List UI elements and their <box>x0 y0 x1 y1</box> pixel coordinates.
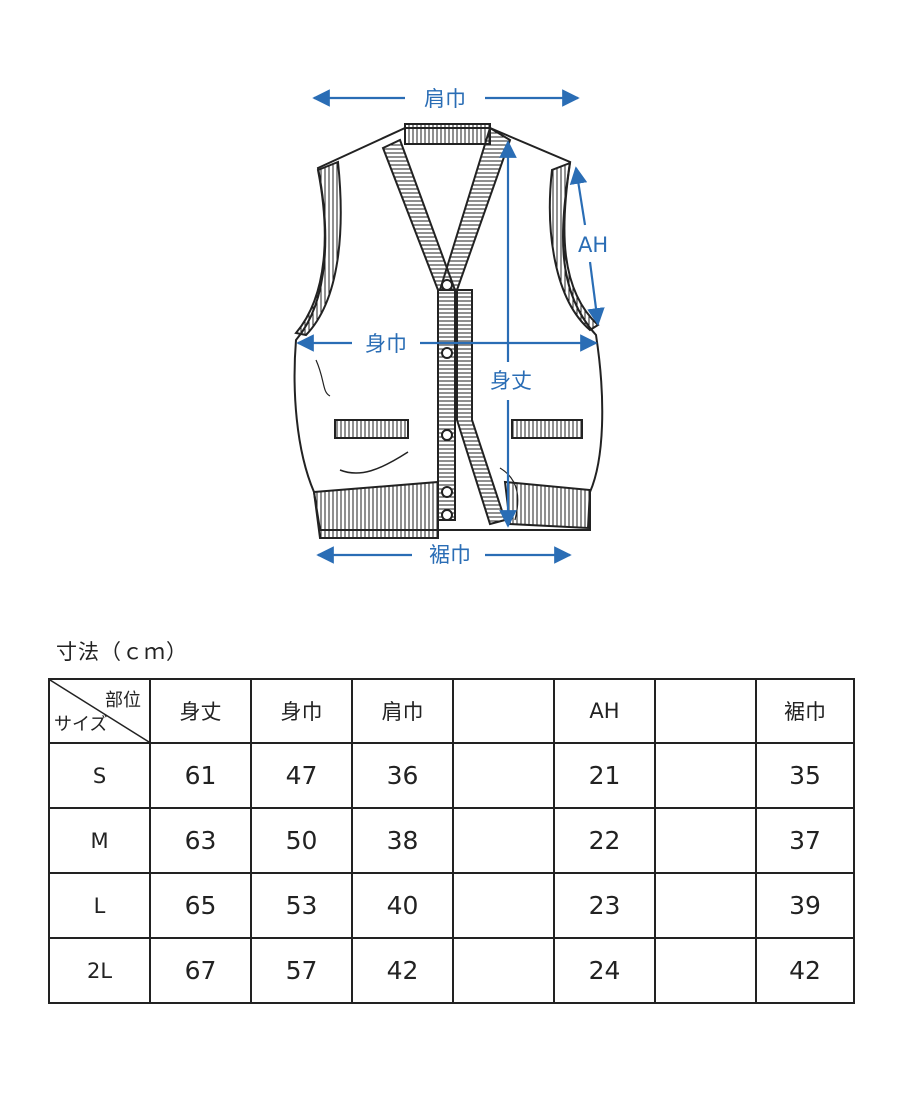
value-cell: 36 <box>351 742 454 809</box>
value-cell <box>654 937 757 1004</box>
value-cell: 23 <box>553 872 656 939</box>
value-cell <box>452 807 555 874</box>
size-table: 部位 サイズ 身丈 身巾 肩巾 AH 裾巾 S 61 47 36 21 35 M… <box>48 678 855 1004</box>
table-header-row: 部位 サイズ 身丈 身巾 肩巾 AH 裾巾 <box>48 678 855 744</box>
vest-illustration <box>293 123 604 539</box>
table-row: 2L 67 57 42 24 42 <box>48 937 855 1004</box>
header-cell: 身丈 <box>149 678 252 744</box>
table-row: L 65 53 40 23 39 <box>48 872 855 939</box>
header-cell: AH <box>553 678 656 744</box>
value-cell: 38 <box>351 807 454 874</box>
header-cell: 裾巾 <box>755 678 855 744</box>
value-cell: 37 <box>755 807 855 874</box>
size-cell: M <box>48 807 151 874</box>
value-cell: 57 <box>250 937 353 1004</box>
header-cell <box>654 678 757 744</box>
size-cell: 2L <box>48 937 151 1004</box>
value-cell <box>452 937 555 1004</box>
length-label: 身丈 <box>490 369 532 393</box>
table-row: M 63 50 38 22 37 <box>48 807 855 874</box>
value-cell: 65 <box>149 872 252 939</box>
value-cell: 39 <box>755 872 855 939</box>
value-cell: 24 <box>553 937 656 1004</box>
value-cell: 63 <box>149 807 252 874</box>
value-cell <box>654 742 757 809</box>
value-cell: 53 <box>250 872 353 939</box>
value-cell <box>654 807 757 874</box>
header-cell: 肩巾 <box>351 678 454 744</box>
hem-label: 裾巾 <box>429 543 471 567</box>
chest-label: 身巾 <box>365 332 407 356</box>
value-cell <box>452 872 555 939</box>
size-cell: S <box>48 742 151 809</box>
value-cell <box>452 742 555 809</box>
corner-part-label: 部位 <box>105 690 141 711</box>
value-cell: 50 <box>250 807 353 874</box>
value-cell: 47 <box>250 742 353 809</box>
size-cell: L <box>48 872 151 939</box>
value-cell: 22 <box>553 807 656 874</box>
value-cell: 67 <box>149 937 252 1004</box>
table-title: 寸法（ｃｍ） <box>56 640 188 664</box>
value-cell: 21 <box>553 742 656 809</box>
value-cell: 42 <box>755 937 855 1004</box>
value-cell: 42 <box>351 937 454 1004</box>
corner-size-label: サイズ <box>54 714 108 735</box>
header-cell: 身巾 <box>250 678 353 744</box>
value-cell: 35 <box>755 742 855 809</box>
header-cell <box>452 678 555 744</box>
value-cell <box>654 872 757 939</box>
corner-cell: 部位 サイズ <box>48 678 151 744</box>
armhole-arrow-top <box>569 166 588 226</box>
table-row: S 61 47 36 21 35 <box>48 742 855 809</box>
shoulder-label: 肩巾 <box>424 87 466 111</box>
armhole-label: AH <box>578 233 608 257</box>
armhole-arrow-bottom <box>587 261 605 326</box>
vest-buttons <box>441 279 453 521</box>
vest-diagram: 肩巾 AH 身巾 身丈 裾巾 <box>293 85 608 569</box>
value-cell: 61 <box>149 742 252 809</box>
value-cell: 40 <box>351 872 454 939</box>
